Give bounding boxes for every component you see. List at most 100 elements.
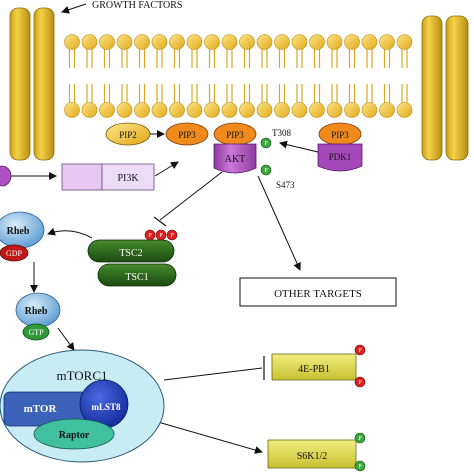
svg-text:AKT: AKT [225, 154, 246, 165]
phosphate-tsc2-1: P [144, 229, 156, 241]
lipid-head [256, 34, 273, 50]
svg-text:GDP: GDP [6, 249, 23, 258]
mtorc1-complex: mTORC1 mTOR mLST8 Raptor [0, 349, 165, 463]
lipid-head [309, 34, 325, 50]
lipid-head [239, 34, 255, 50]
lipid-head [81, 102, 98, 118]
pdk1-node: PIP3 PDK1 [317, 122, 363, 172]
growth-factors-arrow [61, 3, 87, 14]
lipid-head [239, 102, 255, 118]
lipid-head [221, 34, 238, 50]
svg-text:PIP3: PIP3 [331, 130, 349, 140]
svg-text:Rheb: Rheb [7, 226, 30, 237]
lipid-head [169, 102, 185, 118]
lipid-head [344, 34, 360, 50]
lipid-head [81, 34, 98, 50]
svg-text:PIP3: PIP3 [178, 130, 196, 140]
lipid-head [99, 34, 115, 50]
svg-text:PI3K: PI3K [117, 173, 139, 184]
lipid-head [326, 102, 343, 118]
lipid-head [361, 102, 378, 118]
growth-factor-receptor-left [9, 7, 55, 161]
other-targets-box: OTHER TARGETS [239, 277, 397, 307]
svg-text:P: P [170, 233, 174, 239]
lipid-head [291, 102, 308, 118]
svg-text:P: P [264, 141, 268, 147]
lipid-head [116, 102, 133, 118]
svg-text:P: P [358, 464, 362, 470]
pip3-node: PIP3 [165, 122, 209, 146]
svg-text:mLST8: mLST8 [91, 402, 121, 412]
phosphate-4ebp1-top: P [354, 344, 366, 356]
svg-text:P: P [264, 168, 268, 174]
pathway-arrows [10, 140, 319, 454]
lipid-head [151, 34, 168, 50]
s473-label: S473 [276, 180, 295, 190]
lipid-head [204, 102, 220, 118]
lipid-head [291, 34, 308, 50]
growth-factors-label: GROWTH FACTORS [92, 0, 182, 11]
lipid-head [274, 102, 290, 118]
lipid-head [64, 34, 80, 50]
lipid-head [256, 102, 273, 118]
lipid-head [309, 102, 325, 118]
rheb-gdp-node: Rheb GDP [0, 211, 45, 262]
phosphate-s6k-bottom: P [354, 460, 366, 472]
svg-text:PIP3: PIP3 [226, 130, 244, 140]
4ebp1-node: 4E-PB1 [271, 353, 357, 381]
lipid-head [361, 34, 378, 50]
lipid-head [274, 34, 290, 50]
phosphate-4ebp1-bottom: P [354, 376, 366, 388]
s6k-node: S6K1/2 [267, 439, 357, 469]
svg-text:OTHER TARGETS: OTHER TARGETS [274, 288, 362, 300]
lipid-head [396, 102, 413, 118]
rheb-gtp-node: Rheb GTP [15, 292, 61, 341]
svg-text:PIP2: PIP2 [119, 130, 137, 140]
lipid-head [396, 34, 413, 50]
lipid-head [99, 102, 115, 118]
pip2-node: PIP2 [105, 122, 151, 146]
pi3k-node: PI3K [61, 163, 155, 191]
t308-label: T308 [272, 128, 291, 138]
cell-membrane [64, 34, 413, 118]
lipid-head [151, 102, 168, 118]
svg-text:P: P [358, 380, 362, 386]
svg-text:mTOR: mTOR [24, 403, 58, 415]
lipid-head [169, 34, 185, 50]
phosphate-akt-t308: P [260, 137, 272, 149]
svg-text:4E-PB1: 4E-PB1 [298, 364, 330, 375]
lipid-head [221, 102, 238, 118]
lipid-head [116, 34, 133, 50]
svg-text:Raptor: Raptor [59, 430, 90, 441]
adaptor-protein-partial [0, 165, 12, 187]
lipid-head [379, 34, 395, 50]
lipid-head [186, 34, 203, 50]
svg-text:TSC2: TSC2 [119, 248, 142, 259]
svg-text:Rheb: Rheb [25, 306, 48, 317]
lipid-head [204, 34, 220, 50]
svg-text:P: P [358, 436, 362, 442]
phosphate-tsc2-3: P [166, 229, 178, 241]
svg-text:P: P [358, 348, 362, 354]
lipid-head [134, 34, 150, 50]
svg-text:PDK1: PDK1 [329, 152, 352, 162]
phosphate-tsc2-2: P [155, 229, 167, 241]
tsc-complex: TSC2 TSC1 [87, 239, 177, 287]
svg-text:P: P [159, 233, 163, 239]
growth-factor-receptor-right [421, 15, 469, 161]
phosphate-badges: P P P P P P P P P [144, 137, 366, 472]
lipid-head [134, 102, 150, 118]
lipid-head [379, 102, 395, 118]
phosphate-akt-s473: P [260, 164, 272, 176]
lipid-head [326, 34, 343, 50]
phosphate-s6k-top: P [354, 432, 366, 444]
svg-text:GTP: GTP [28, 328, 44, 337]
akt-node: PIP3 AKT [213, 122, 257, 174]
svg-text:P: P [148, 233, 152, 239]
svg-text:TSC1: TSC1 [125, 272, 148, 283]
svg-text:S6K1/2: S6K1/2 [297, 451, 328, 462]
svg-text:mTORC1: mTORC1 [56, 368, 107, 383]
lipid-head [64, 102, 80, 118]
lipid-head [344, 102, 360, 118]
